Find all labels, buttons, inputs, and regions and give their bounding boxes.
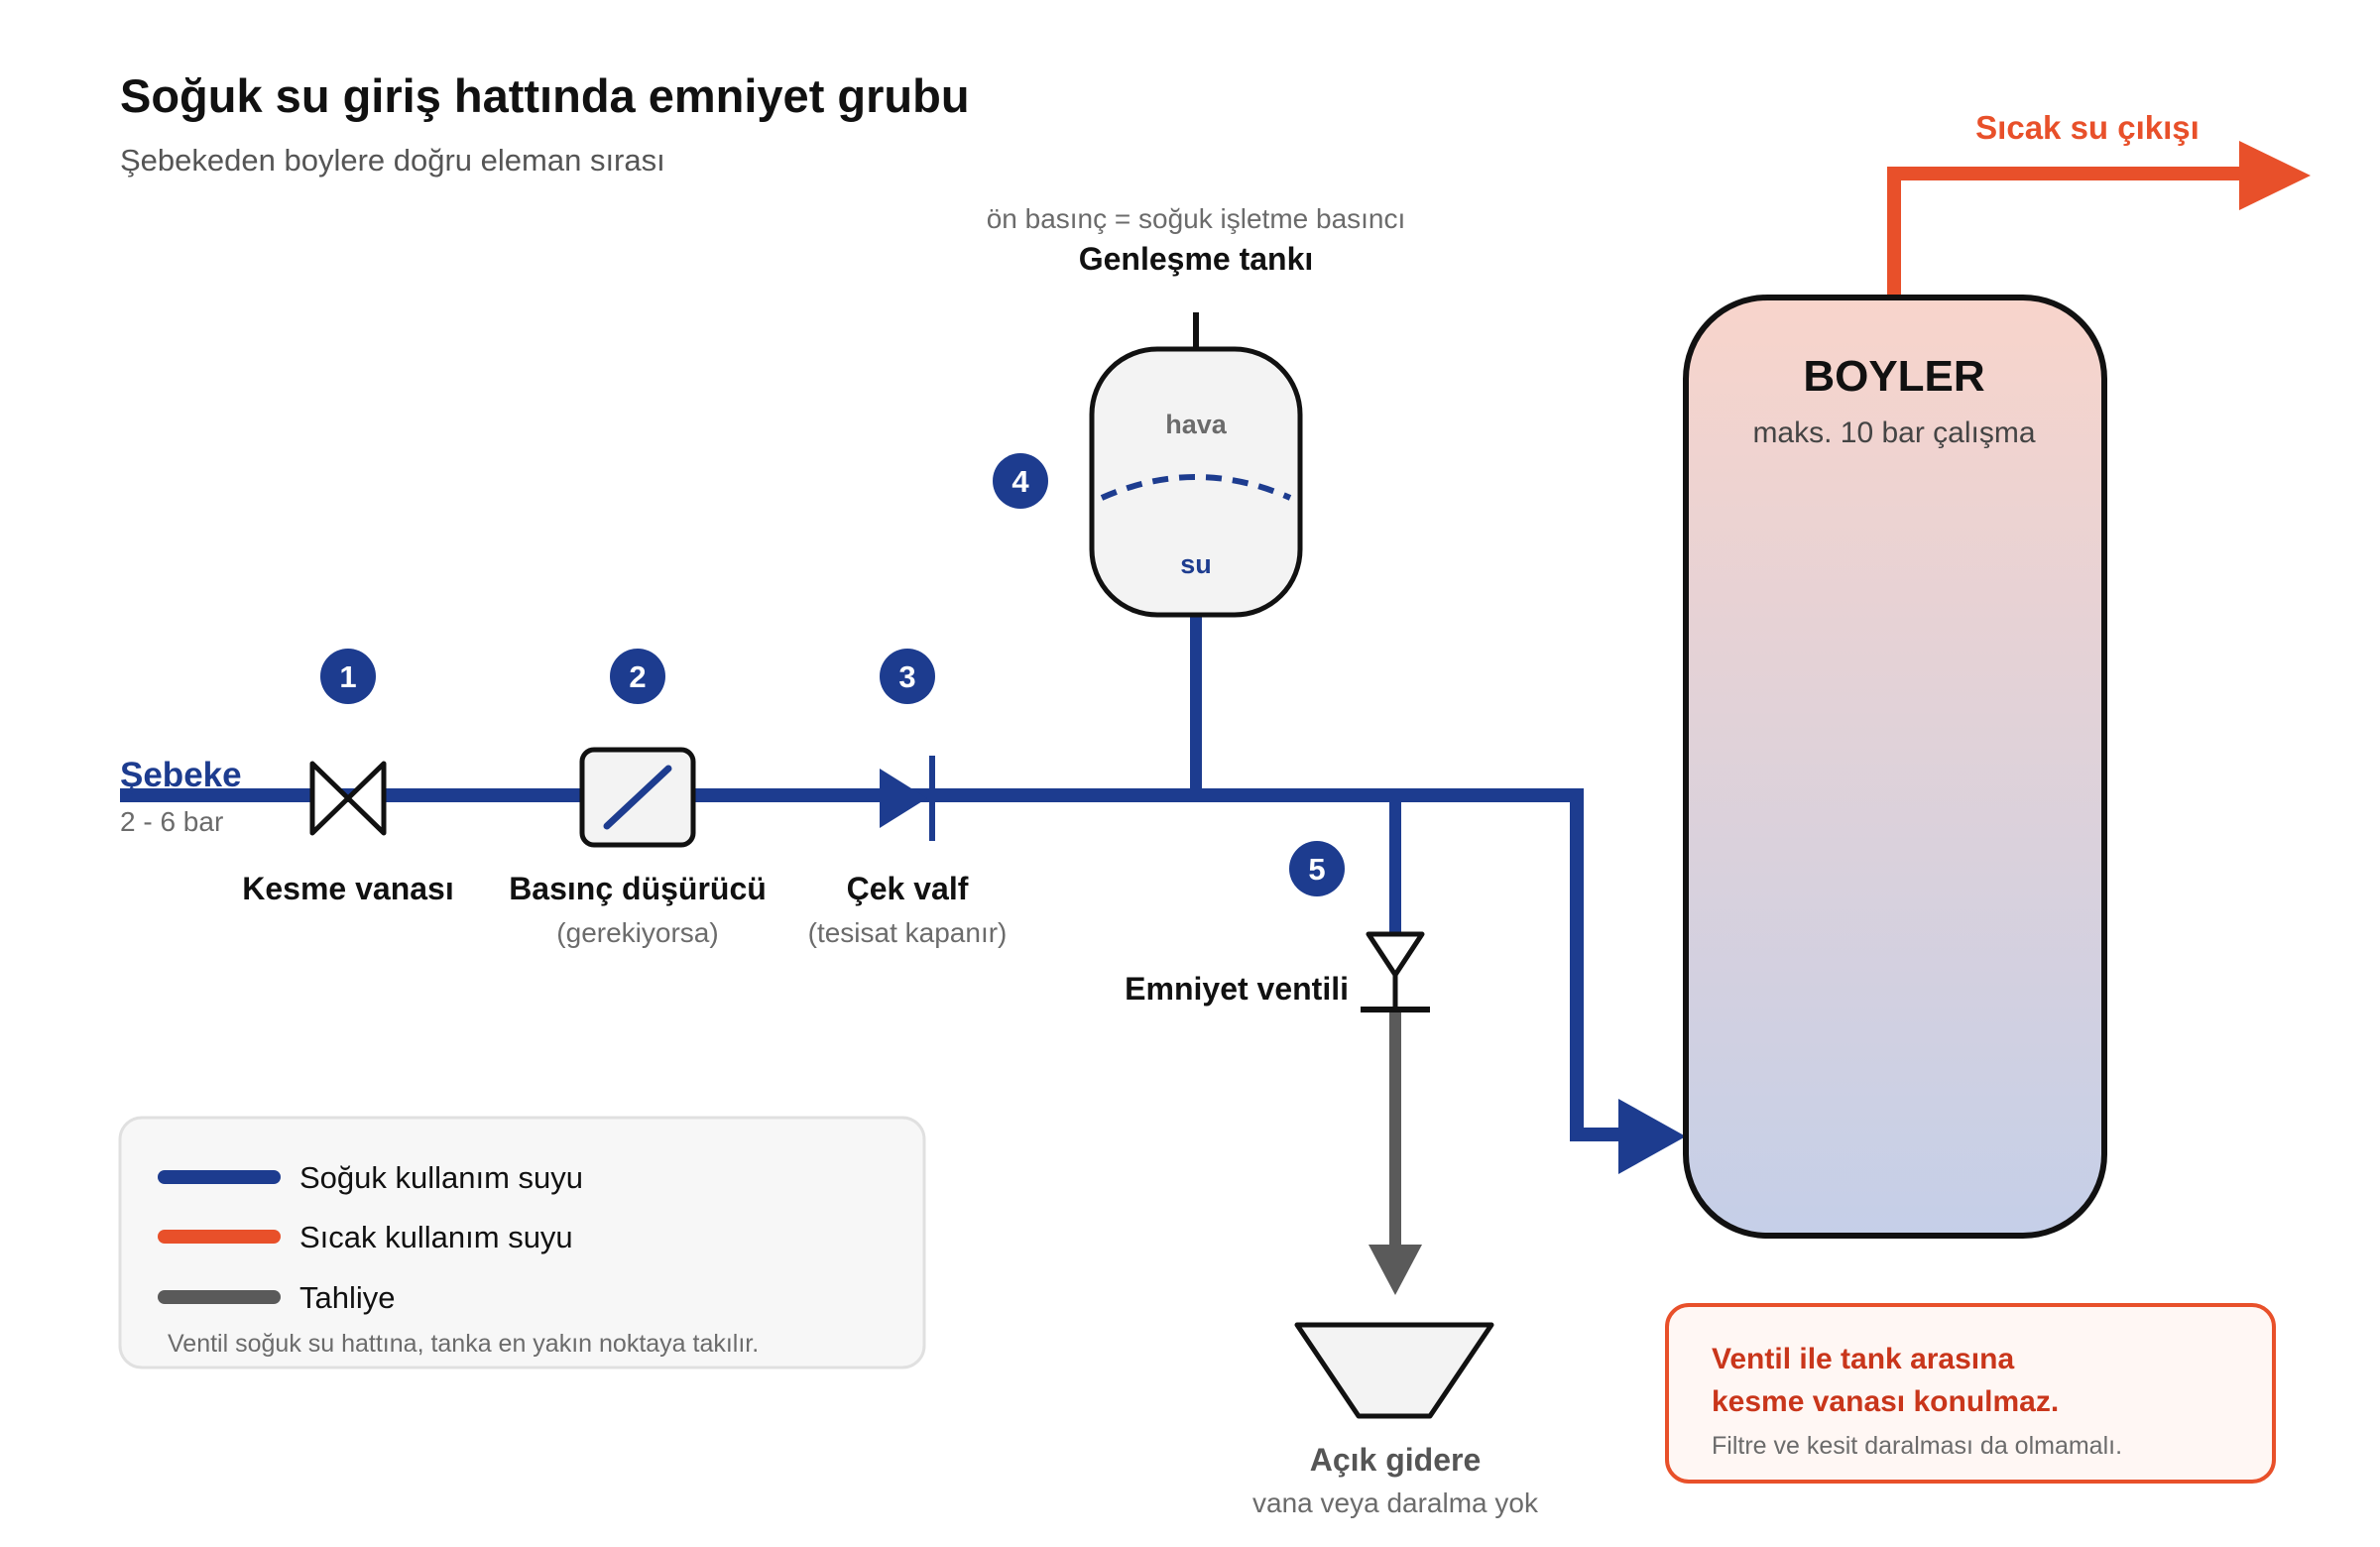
warning-line-2: kesme vanası konulmaz. [1712, 1385, 2059, 1418]
badge-3 [880, 649, 935, 704]
expansion-tank-note: ön basınç = soğuk işletme basıncı [987, 203, 1406, 234]
badge-5 [1289, 841, 1345, 896]
boiler-note: maks. 10 bar çalışma [1752, 416, 2035, 449]
supply-label: Şebeke [120, 756, 242, 794]
pressure-reducer-note: (gerekiyorsa) [556, 917, 718, 948]
shutoff-valve-label: Kesme vanası [242, 871, 453, 906]
warning-line-1: Ventil ile tank arasına [1712, 1343, 2014, 1375]
legend-box [118, 1116, 926, 1369]
supply-pressure: 2 - 6 bar [120, 806, 223, 837]
shutoff-valve-icon [309, 761, 387, 836]
pressure-reducer-icon [579, 747, 696, 848]
legend-cold-label: Soğuk kullanım suyu [299, 1160, 583, 1195]
open-drain-funnel [1294, 1322, 1494, 1419]
expansion-tank-label: Genleşme tankı [1079, 241, 1314, 277]
hot-water-pipe [1887, 167, 2243, 298]
drain-note: vana veya daralma yok [1252, 1488, 1539, 1518]
check-valve-note: (tesisat kapanır) [808, 917, 1008, 948]
expansion-tank-water-label: su [1180, 549, 1212, 579]
expansion-tank-membrane [1100, 474, 1292, 501]
expansion-tank-icon [1089, 346, 1303, 618]
badge-1-number: 1 [339, 659, 356, 694]
warning-note: Filtre ve kesit daralması da olmamalı. [1712, 1432, 2122, 1460]
pressure-reducer-label: Basınç düşürücü [509, 871, 767, 906]
page-subtitle: Şebekeden boylere doğru eleman sırası [120, 143, 665, 178]
badge-4-number: 4 [1012, 464, 1029, 499]
page-title: Soğuk su giriş hattında emniyet grubu [120, 69, 970, 122]
expansion-tank-air-label: hava [1165, 410, 1228, 439]
badge-2 [610, 649, 665, 704]
hot-water-outlet-label: Sıcak su çıkışı [1975, 109, 2200, 146]
cold-water-main-pipe [120, 788, 1626, 1141]
check-valve-icon [880, 756, 935, 841]
drain-label: Açık gidere [1310, 1442, 1482, 1478]
badge-5-number: 5 [1308, 852, 1325, 887]
badge-1 [320, 649, 376, 704]
boiler-tank [1683, 295, 2107, 1239]
legend-hot-label: Sıcak kullanım suyu [299, 1220, 573, 1254]
hot-water-arrow [2239, 141, 2311, 210]
drain-arrow [1368, 1245, 1422, 1295]
badge-2-number: 2 [629, 659, 646, 694]
warning-box [1665, 1303, 2276, 1484]
legend-note: Ventil soğuk su hattına, tanka en yakın … [168, 1330, 759, 1358]
boiler-label: BOYLER [1803, 352, 1984, 401]
legend-drain-label: Tahliye [299, 1280, 396, 1315]
badge-3-number: 3 [898, 659, 915, 694]
safety-valve-label: Emniyet ventili [1125, 971, 1349, 1007]
check-valve-label: Çek valf [847, 871, 969, 906]
cold-water-inlet-arrow [1618, 1099, 1686, 1174]
safety-valve-icon [1361, 931, 1430, 1012]
badge-4 [993, 453, 1048, 509]
